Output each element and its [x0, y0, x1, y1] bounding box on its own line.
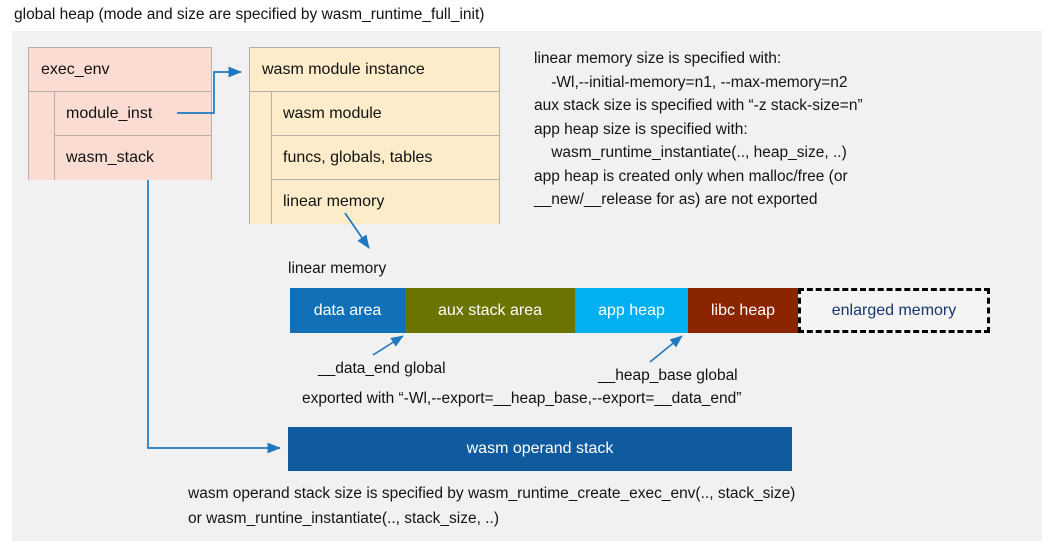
memory-segment-libc-heap: libc heap [688, 288, 798, 333]
memory-segment-data-area: data area [290, 288, 405, 333]
memory-segment-enlarged-memory: enlarged memory [798, 288, 990, 333]
memory-segment-app-heap: app heap [575, 288, 688, 333]
module-instance-body: wasm module funcs, globals, tables linea… [250, 92, 499, 224]
exec-env-box: exec_env module_inst wasm_stack [28, 47, 212, 180]
module-instance-field-list: wasm module funcs, globals, tables linea… [272, 92, 499, 224]
memory-segment-aux-stack-area: aux stack area [405, 288, 575, 333]
module-instance-field-funcs-globals-tables: funcs, globals, tables [272, 136, 499, 180]
exec-env-body: module_inst wasm_stack [29, 92, 211, 180]
exec-env-field-wasm-stack: wasm_stack [55, 136, 211, 180]
exec-env-gutter [29, 92, 55, 180]
exec-env-field-list: module_inst wasm_stack [55, 92, 211, 180]
module-instance-gutter [250, 92, 272, 224]
export-flags-note: exported with “-Wl,--export=__heap_base,… [302, 390, 742, 407]
wasm-module-instance-box: wasm module instance wasm module funcs, … [249, 47, 500, 224]
heap-base-global-label: __heap_base global [598, 367, 738, 384]
page-title: global heap (mode and size are specified… [14, 6, 485, 23]
exec-env-field-module-inst: module_inst [55, 92, 211, 136]
module-instance-field-linear-memory: linear memory [272, 180, 499, 224]
data-end-global-label: __data_end global [318, 360, 446, 377]
wasm-operand-stack-box: wasm operand stack [288, 427, 792, 471]
module-instance-field-wasm-module: wasm module [272, 92, 499, 136]
module-instance-header: wasm module instance [250, 48, 499, 92]
exec-env-header: exec_env [29, 48, 211, 92]
linear-memory-caption: linear memory [288, 260, 387, 277]
operand-stack-notes: wasm operand stack size is specified by … [188, 485, 796, 527]
linear-memory-notes: linear memory size is specified with: -W… [534, 50, 863, 208]
